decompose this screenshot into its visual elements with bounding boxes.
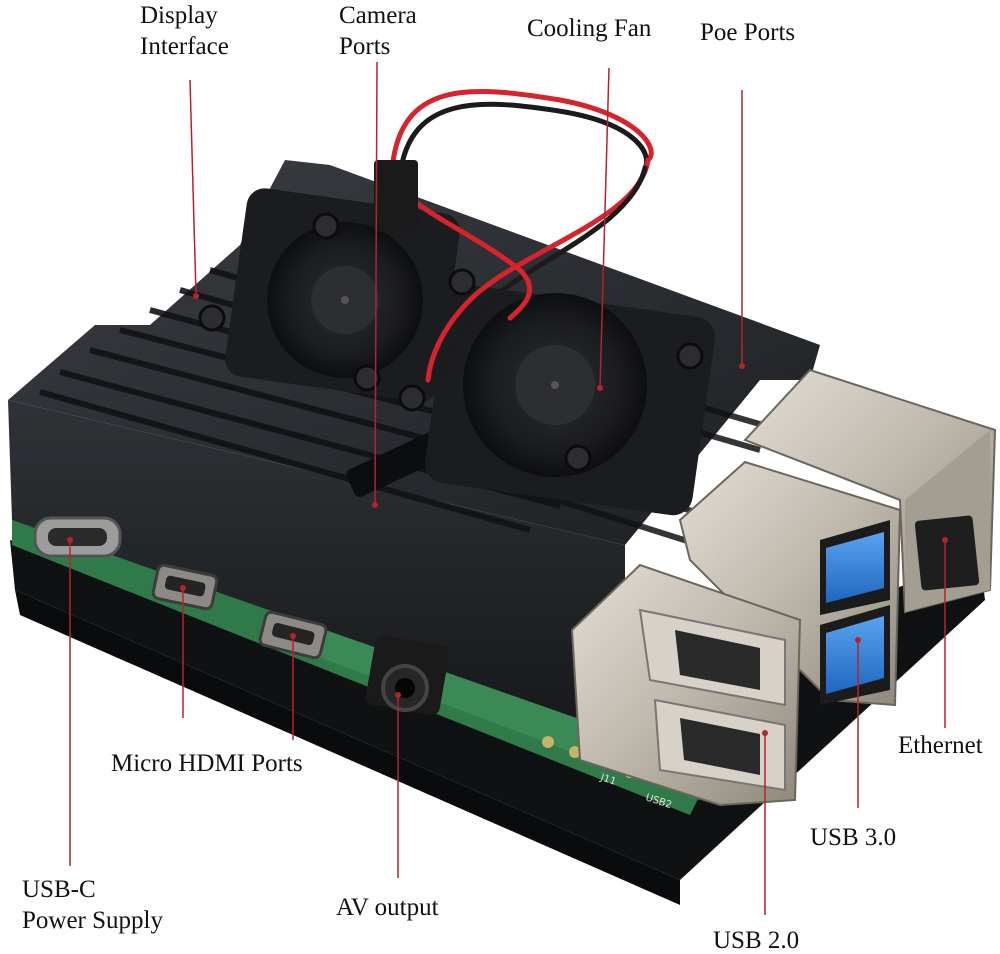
fan-wires [389,88,654,383]
label-av-output: AV output [336,894,439,921]
label-ethernet: Ethernet [898,732,983,759]
leader-line-camera [374,61,378,506]
fan-connector [374,160,418,232]
label-usb2: USB 2.0 [713,927,800,954]
label-cooling-fan: Cooling Fan [527,15,652,42]
usb3-ports [678,460,902,707]
label-camera-ports: Camera Ports [339,2,417,60]
label-poe-ports: Poe Ports [700,19,796,46]
usb2-ports [570,563,802,807]
leader-line-display [189,79,197,296]
pcb-marking-j11: J11 [598,772,617,788]
cooling-fans [198,188,716,516]
label-usb3: USB 3.0 [810,824,897,851]
ethernet-port [743,368,997,614]
leader-line-fan [599,67,610,389]
label-display-interface: Display Interface [140,2,229,60]
leader-lines [67,61,948,915]
label-usb-c-power: USB-C Power Supply [22,876,163,934]
label-micro-hdmi: Micro HDMI Ports [111,750,303,777]
